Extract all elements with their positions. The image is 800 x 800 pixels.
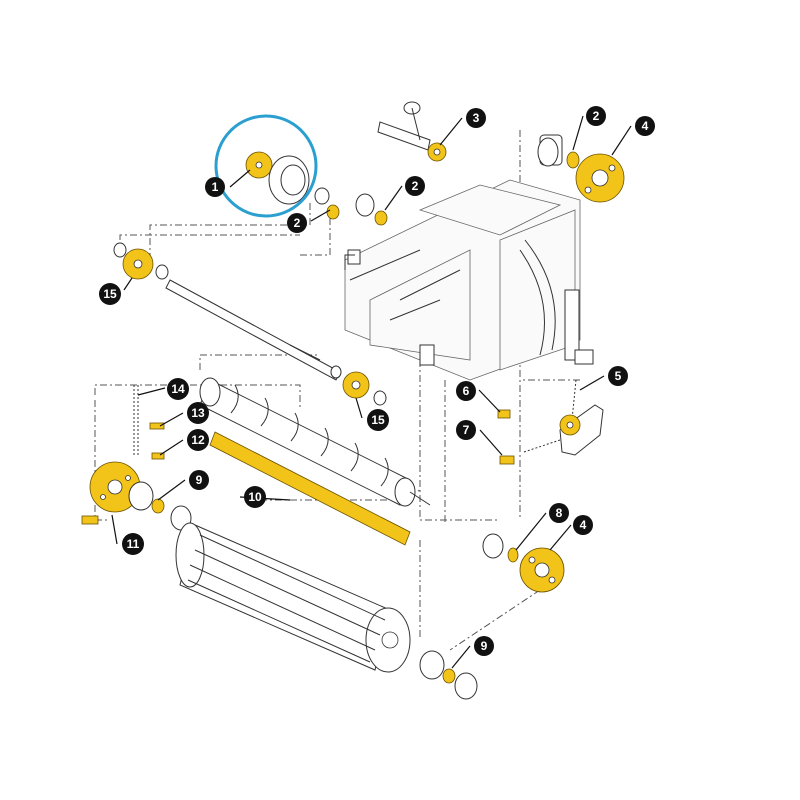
- callout-circle: [122, 533, 144, 555]
- callout-circle: [549, 503, 569, 523]
- sprocket-15a: [122, 248, 154, 280]
- callout-circle: [466, 108, 486, 128]
- callout-c2b: 2: [405, 176, 425, 196]
- callout-c12: 12: [187, 429, 209, 451]
- callout-circle: [187, 402, 209, 424]
- callout-c15a: 15: [99, 283, 121, 305]
- baler-frame: [344, 179, 594, 381]
- callout-circle: [189, 470, 209, 490]
- callout-c3: 3: [466, 108, 486, 128]
- callout-number: 12: [191, 433, 205, 447]
- callout-number: 5: [615, 369, 622, 383]
- sprocket-1: [245, 151, 273, 179]
- callout-number: 2: [593, 109, 600, 123]
- callout-c14: 14: [167, 378, 189, 400]
- callout-number: 15: [371, 413, 385, 427]
- callout-c10: 10: [244, 486, 266, 508]
- callout-circle: [608, 366, 628, 386]
- callout-circle: [244, 486, 266, 508]
- callout-circle: [635, 116, 655, 136]
- callout-c4a: 4: [635, 116, 655, 136]
- chains: [81, 379, 577, 525]
- callout-c13: 13: [187, 402, 209, 424]
- callout-number: 8: [556, 506, 563, 520]
- sprocket-15b: [342, 371, 370, 399]
- sprocket-3: [427, 142, 447, 162]
- callout-number: 15: [103, 287, 117, 301]
- callout-number: 9: [481, 639, 488, 653]
- callout-c6: 6: [456, 381, 476, 401]
- callout-badges: 2 4 3 2 2 1 15 15 14 13 12 9 11 10 6 7 5 8 4 9: [99, 106, 655, 656]
- callout-number: 10: [248, 490, 262, 504]
- callout-circle: [167, 378, 189, 400]
- callout-number: 11: [127, 537, 140, 551]
- callout-c4b: 4: [573, 515, 593, 535]
- stripper-bar: [209, 431, 411, 546]
- callout-number: 14: [171, 382, 185, 396]
- callout-c15b: 15: [367, 409, 389, 431]
- callout-c7: 7: [456, 420, 476, 440]
- sprocket-11: [89, 461, 141, 513]
- callout-number: 7: [463, 423, 470, 437]
- leader-lines: [111, 115, 632, 669]
- callout-number: 9: [196, 473, 203, 487]
- bearing-flanges: [128, 151, 580, 700]
- callout-circle: [367, 409, 389, 431]
- feed-roller: [199, 377, 431, 507]
- callout-circle: [456, 381, 476, 401]
- callout-circle: [474, 636, 494, 656]
- callout-circle: [99, 283, 121, 305]
- callout-circle: [456, 420, 476, 440]
- callout-circle: [187, 429, 209, 451]
- callout-c8: 8: [549, 503, 569, 523]
- highlight-ring: [214, 114, 318, 218]
- callout-circle: [287, 213, 307, 233]
- callout-c9a: 9: [189, 470, 209, 490]
- upper-linkage: [377, 101, 563, 167]
- drive-shaft: [113, 242, 387, 406]
- callout-c11: 11: [122, 533, 144, 555]
- guide-lines: [94, 130, 580, 651]
- callout-circle: [205, 177, 225, 197]
- callout-number: 4: [642, 119, 649, 133]
- callout-c2a: 2: [586, 106, 606, 126]
- callout-number: 1: [212, 180, 219, 194]
- callout-circle: [586, 106, 606, 126]
- callout-number: 4: [580, 518, 587, 532]
- callout-c2c: 2: [287, 213, 307, 233]
- sprocket-4-bottom: [519, 547, 565, 593]
- callout-circle: [405, 176, 425, 196]
- callout-number: 2: [412, 179, 419, 193]
- callout-c1: 1: [205, 177, 225, 197]
- sprocket-4-top: [575, 153, 625, 203]
- callout-c5: 5: [608, 366, 628, 386]
- callout-number: 6: [463, 384, 470, 398]
- callout-number: 13: [191, 406, 205, 420]
- tensioner-arm: [559, 404, 604, 456]
- callout-c9b: 9: [474, 636, 494, 656]
- callout-number: 2: [294, 216, 301, 230]
- callout-circle: [573, 515, 593, 535]
- callout-number: 3: [473, 111, 480, 125]
- rotor-drum: [175, 522, 411, 673]
